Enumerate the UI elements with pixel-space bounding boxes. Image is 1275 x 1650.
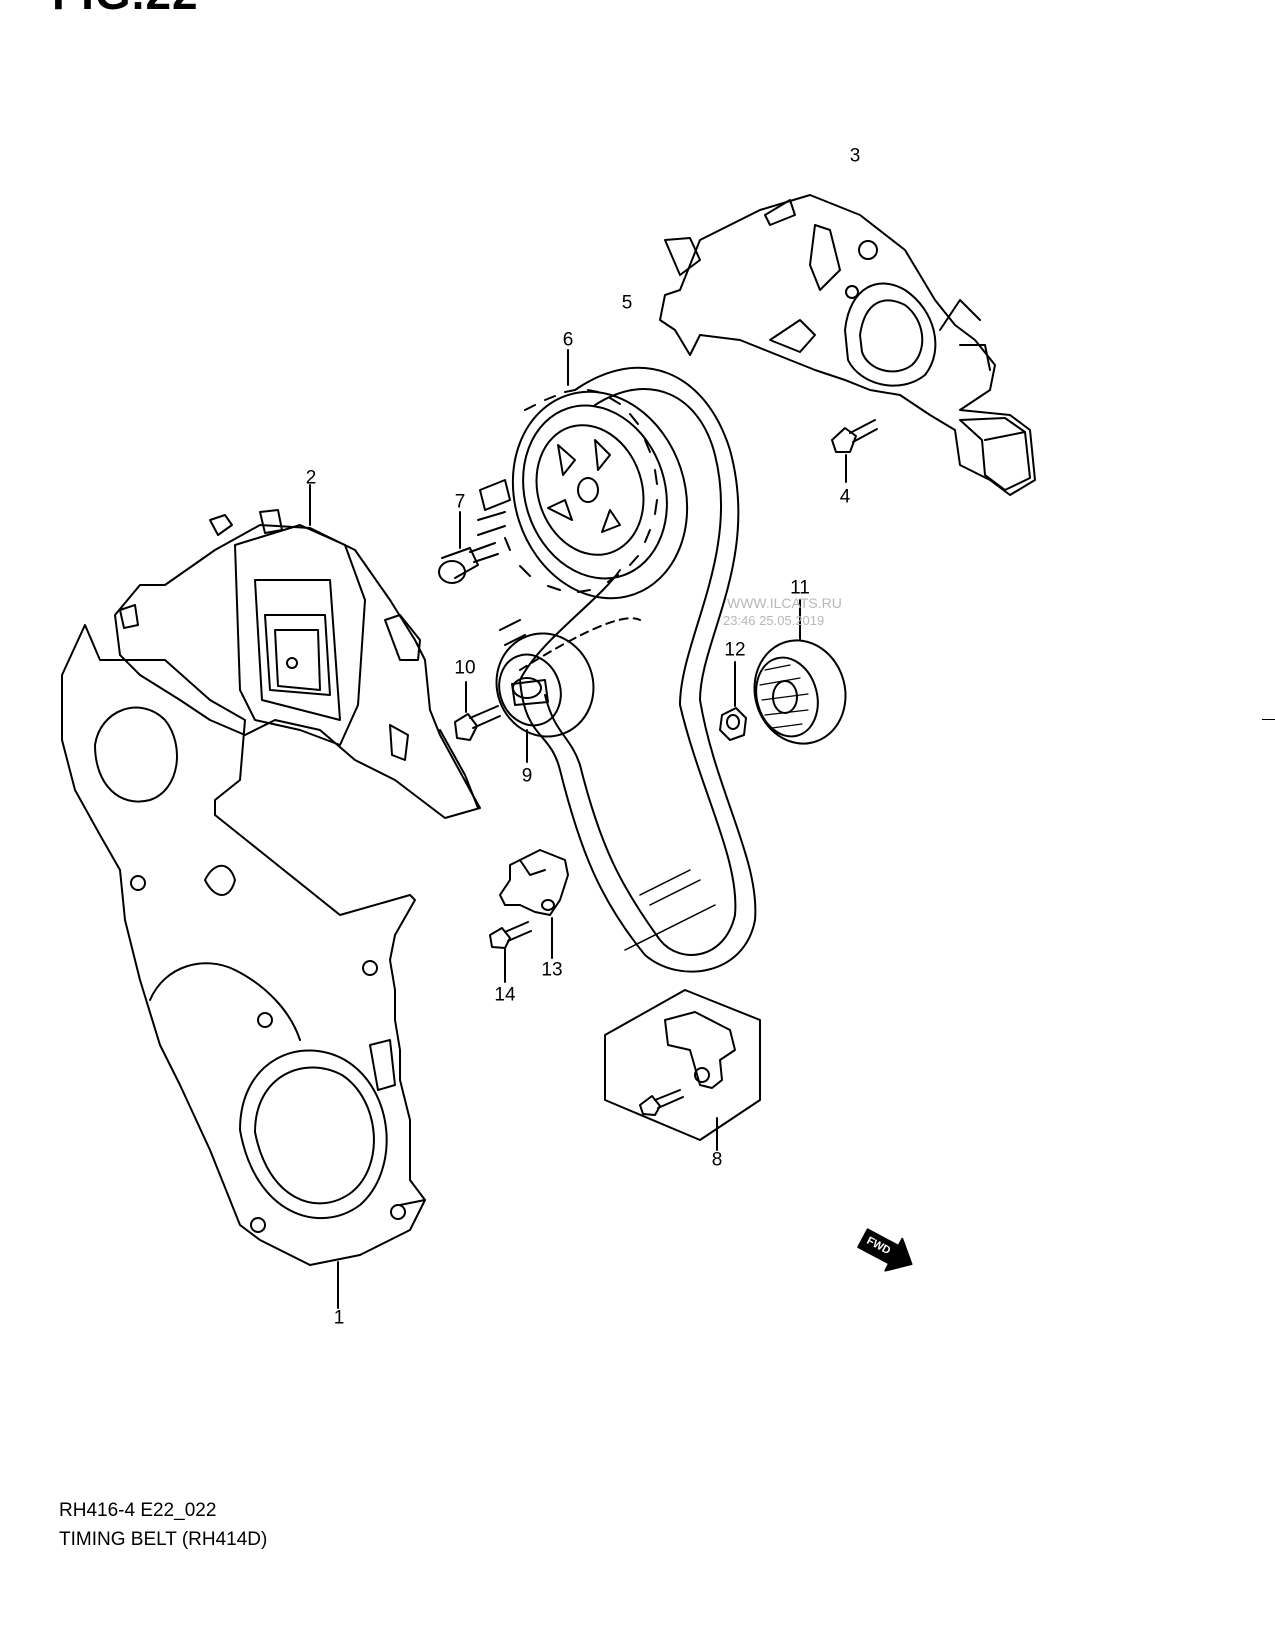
bolt-10: [454, 681, 501, 741]
diagram-title: TIMING BELT (RH414D): [59, 1529, 268, 1550]
watermark-timestamp: 23:46 25.05.2019: [723, 613, 825, 628]
upper-timing-cover: [114, 484, 481, 819]
callout-part-12[interactable]: 12: [724, 639, 746, 661]
camshaft-sprocket: [477, 349, 689, 600]
lower-timing-cover: [61, 624, 426, 1309]
tensioner-pulley: [495, 619, 595, 763]
callout-part-7[interactable]: 7: [454, 491, 466, 513]
callout-part-10[interactable]: 10: [454, 657, 476, 679]
callout-part-8[interactable]: 8: [711, 1149, 723, 1171]
callout-part-4[interactable]: 4: [839, 486, 851, 508]
rear-timing-cover: [659, 194, 1036, 496]
callout-part-13[interactable]: 13: [541, 959, 563, 981]
callout-part-2[interactable]: 2: [305, 467, 317, 489]
nut-12: [719, 661, 747, 741]
callout-part-9[interactable]: 9: [521, 765, 533, 787]
sensor-bracket: [499, 849, 569, 959]
callout-part-6[interactable]: 6: [562, 329, 574, 351]
bolt-14: [489, 921, 532, 983]
watermark-site: WWW.ILCATS.RU: [727, 595, 842, 611]
diagram-code: RH416-4 E22_022: [59, 1500, 217, 1521]
edge-tick-mark: [1262, 719, 1275, 720]
callout-part-3[interactable]: 3: [849, 145, 861, 167]
callout-part-11[interactable]: 11: [790, 577, 810, 599]
fwd-arrow-icon: [857, 1228, 913, 1272]
callout-part-5[interactable]: 5: [621, 292, 633, 314]
inset-hexagon-part-8: [604, 989, 761, 1151]
timing-belt: [519, 366, 757, 973]
figure-title: FIG.22: [52, 0, 199, 16]
bolt-7: [438, 511, 499, 584]
callout-part-1[interactable]: 1: [333, 1307, 345, 1329]
idler-pulley: [753, 599, 847, 745]
bolt-4: [831, 419, 878, 483]
callout-part-14[interactable]: 14: [494, 984, 516, 1006]
